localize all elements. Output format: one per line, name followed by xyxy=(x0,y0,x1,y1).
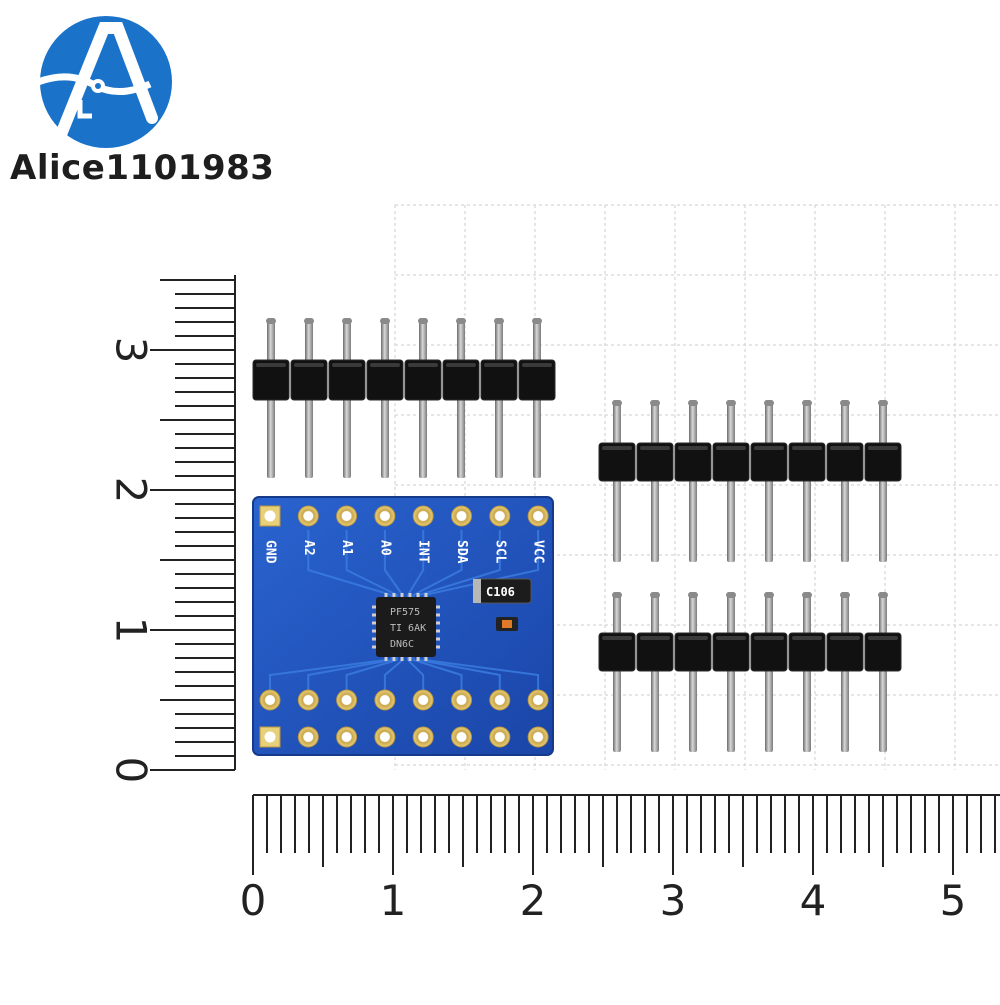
header-housing xyxy=(290,359,328,401)
brand-name: Alice1101983 xyxy=(10,148,275,188)
pin-pad-top xyxy=(374,505,396,527)
chip-marking: PF575 xyxy=(390,607,420,618)
header-housing xyxy=(636,442,674,482)
brand-logo xyxy=(36,16,172,148)
pin-header-top xyxy=(252,318,556,478)
horizontal-ruler-label: 3 xyxy=(660,876,687,925)
pin-pad-bottom xyxy=(489,726,511,748)
header-pin xyxy=(840,592,850,752)
pin-label: SDA xyxy=(454,540,469,564)
vertical-ruler-label: 1 xyxy=(107,617,156,644)
header-housing xyxy=(480,359,518,401)
header-housing xyxy=(864,442,902,482)
pin-pad-top xyxy=(489,505,511,527)
horizontal-ruler: 0 1 2 3 4 5 xyxy=(240,794,1000,925)
pin-pad-mid xyxy=(297,689,319,711)
pin-pad-mid xyxy=(451,689,472,711)
pin-pad-mid xyxy=(412,689,434,711)
header-housing xyxy=(674,442,712,482)
pin-pad-top xyxy=(297,505,319,527)
horizontal-ruler-label: 2 xyxy=(520,876,547,925)
pin-pad-top xyxy=(451,505,472,527)
pin-label: A1 xyxy=(339,540,354,556)
pin-pad-bottom xyxy=(297,726,319,748)
pin-pad-top xyxy=(412,505,434,527)
header-pin xyxy=(764,592,774,752)
vertical-ruler-label: 0 xyxy=(107,757,156,784)
header-housing xyxy=(826,442,864,482)
vertical-ruler-label: 3 xyxy=(107,337,156,364)
header-housing xyxy=(636,632,674,672)
horizontal-ruler-label: 5 xyxy=(940,876,967,925)
pin-pad-bottom xyxy=(336,726,358,748)
header-pin xyxy=(688,592,698,752)
header-housing xyxy=(598,632,636,672)
pin-header-right-lower xyxy=(598,592,902,752)
pin-label: A0 xyxy=(377,540,392,556)
pin-header-right-upper xyxy=(598,400,902,562)
header-housing xyxy=(674,632,712,672)
header-housing xyxy=(864,632,902,672)
header-housing xyxy=(328,359,366,401)
pin-pad-top xyxy=(527,505,549,527)
chip-marking: DN6C xyxy=(390,639,414,650)
capacitor-marking: C106 xyxy=(486,585,515,599)
pin-label: SCL xyxy=(492,540,507,564)
pin-label: VCC xyxy=(531,540,546,563)
header-housing xyxy=(712,442,750,482)
horizontal-ruler-label: 0 xyxy=(240,876,267,925)
header-housing xyxy=(826,632,864,672)
pin-pad-mid xyxy=(489,689,511,711)
pin-pad-mid xyxy=(259,689,281,711)
pin-pad-top xyxy=(336,505,358,527)
vertical-ruler: 0 1 2 3 xyxy=(107,275,236,783)
header-pin xyxy=(650,592,660,752)
header-housing xyxy=(518,359,556,401)
header-housing xyxy=(788,442,826,482)
header-housing xyxy=(598,442,636,482)
pin-pad-bottom xyxy=(412,726,434,748)
pin-label: GND xyxy=(263,540,278,564)
pin-pad-mid xyxy=(374,689,396,711)
header-housing xyxy=(750,442,788,482)
pin-pad-bottom xyxy=(451,726,472,748)
pin-pad-bottom xyxy=(527,726,549,748)
chip-marking: TI 6AK xyxy=(390,623,426,634)
vertical-ruler-label: 2 xyxy=(107,477,156,504)
pin-label: A2 xyxy=(301,540,316,556)
header-housing xyxy=(366,359,404,401)
header-housing xyxy=(750,632,788,672)
horizontal-ruler-label: 4 xyxy=(800,876,827,925)
header-housing xyxy=(442,359,480,401)
header-pin xyxy=(878,592,888,752)
pin-label: INT xyxy=(416,540,431,564)
header-housing xyxy=(712,632,750,672)
horizontal-ruler-label: 1 xyxy=(380,876,407,925)
header-pin xyxy=(612,592,622,752)
header-housing xyxy=(788,632,826,672)
pin-pad-mid xyxy=(336,689,358,711)
header-housing xyxy=(252,359,290,401)
pin-pad-bottom xyxy=(374,726,396,748)
header-pin xyxy=(726,592,736,752)
pin-pad-mid xyxy=(527,689,549,711)
io-expander-board: GND A2 A1 A0 INT SDA SCL VCC PF575 TI 6AK DN6C C106 xyxy=(252,496,554,756)
header-housing xyxy=(404,359,442,401)
expander-chip xyxy=(376,597,436,657)
header-pin xyxy=(802,592,812,752)
